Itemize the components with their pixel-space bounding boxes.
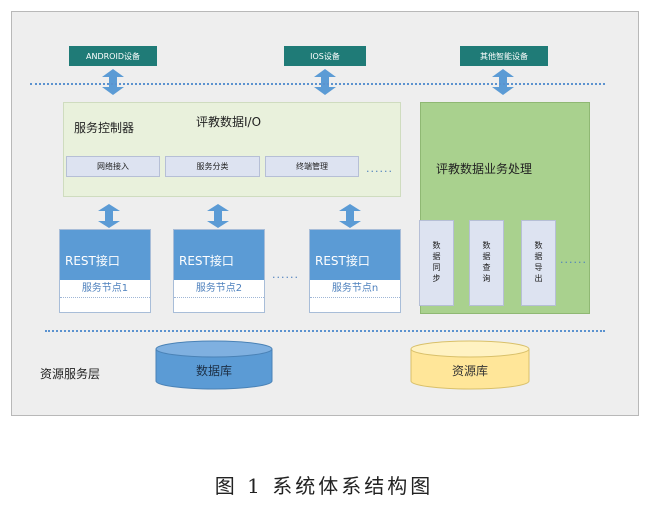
device-ios: IOS设备 <box>284 46 366 66</box>
module-terminal-management: 终端管理 <box>265 156 359 177</box>
service-controller-title: 服务控制器 <box>74 121 135 135</box>
repository-cylinder: 资源库 <box>410 340 530 390</box>
figure-caption: 图 1 系统体系结构图 <box>214 474 434 498</box>
resource-layer-label: 资源服务层 <box>40 367 101 381</box>
module-service-classify: 服务分类 <box>165 156 260 177</box>
controller-ellipsis: ...... <box>366 162 393 175</box>
module-data-export: 数据导出 <box>521 220 556 306</box>
service-node-label-2: 服务节点2 <box>174 281 264 298</box>
double-arrow-ios <box>314 69 336 95</box>
service-controller <box>63 102 401 197</box>
service-node-1: REST接口 服务节点1 <box>59 229 151 313</box>
rest-interface-n: REST接口 <box>310 230 400 280</box>
device-other: 其他智能设备 <box>460 46 548 66</box>
module-network-access: 网络接入 <box>66 156 160 177</box>
double-arrow-noden <box>339 204 361 228</box>
business-processing-title: 评教数据业务处理 <box>436 162 533 176</box>
network-bus-line <box>30 83 605 85</box>
double-arrow-android <box>102 69 124 95</box>
double-arrow-node2 <box>207 204 229 228</box>
database-cylinder: 数据库 <box>155 340 273 390</box>
rest-interface-2: REST接口 <box>174 230 264 280</box>
double-arrow-other <box>492 69 514 95</box>
module-data-sync: 数据同步 <box>419 220 454 306</box>
service-node-label-n: 服务节点n <box>310 281 400 298</box>
device-android: ANDROID设备 <box>69 46 157 66</box>
service-node-2: REST接口 服务节点2 <box>173 229 265 313</box>
repository-label: 资源库 <box>451 364 488 378</box>
rest-interface-1: REST接口 <box>60 230 150 280</box>
service-node-n: REST接口 服务节点n <box>309 229 401 313</box>
double-arrow-node1 <box>98 204 120 228</box>
module-data-query: 数据查询 <box>469 220 504 306</box>
database-label: 数据库 <box>195 364 232 378</box>
business-ellipsis: ...... <box>560 253 587 266</box>
node-ellipsis: ...... <box>272 268 299 281</box>
resource-layer-line <box>45 330 605 332</box>
service-node-label-1: 服务节点1 <box>60 281 150 298</box>
evaluation-io-label: 评教数据I/O <box>196 115 262 129</box>
